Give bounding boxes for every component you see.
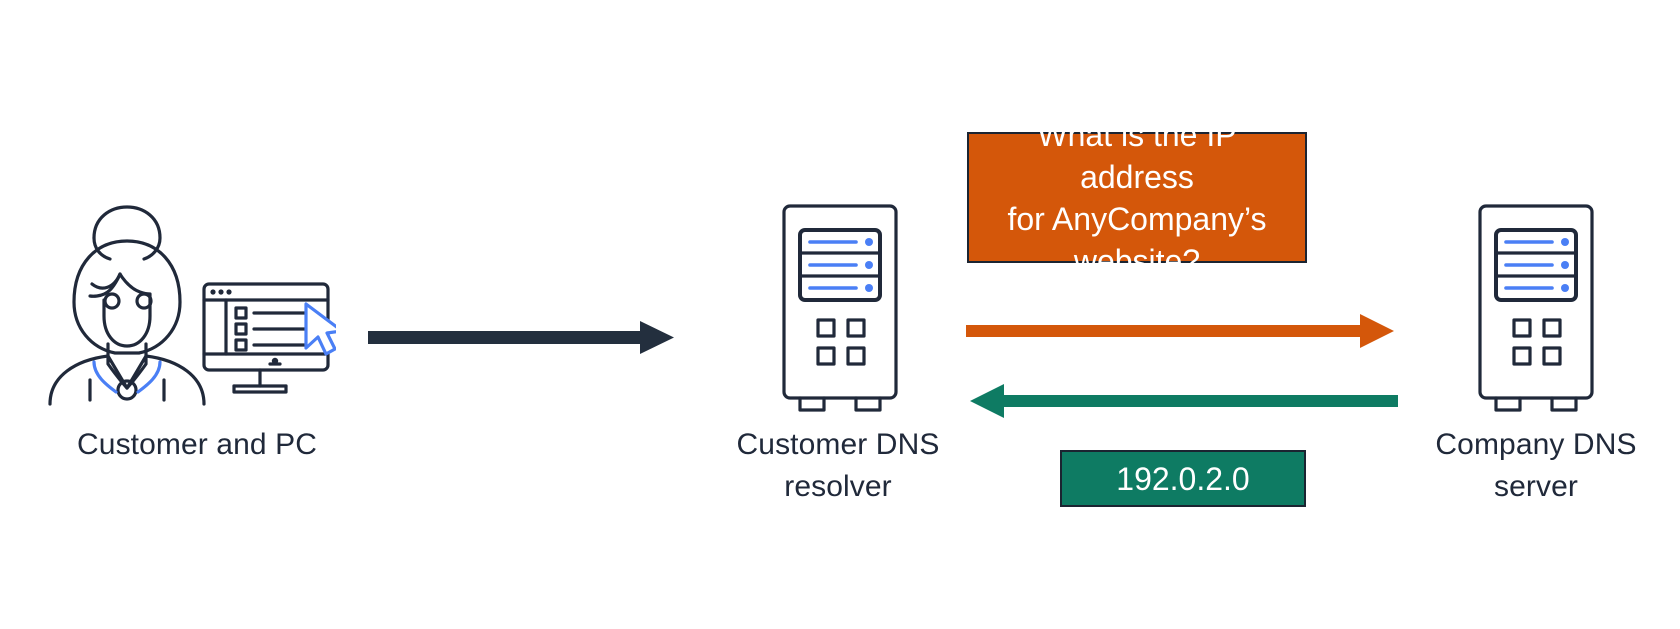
customer-label: Customer and PC: [77, 428, 317, 461]
arrow-response-to-resolver: [970, 384, 1398, 418]
server-tower-icon: [1478, 204, 1594, 412]
server-tower-icon: [782, 204, 898, 412]
user-and-monitor-icon: [48, 205, 336, 406]
company-dns-label: Company DNS server: [1435, 428, 1637, 503]
customer-and-pc-illustration: [36, 196, 336, 406]
arrow-query-to-company: [966, 314, 1394, 348]
cursor-icon: [304, 302, 336, 356]
customer-dns-label: Customer DNS resolver: [736, 428, 940, 503]
answer-message-box: 192.0.2.0: [1060, 450, 1306, 507]
customer-dns-server-illustration: [778, 200, 902, 416]
arrow-pc-to-resolver: [368, 321, 674, 354]
question-message-box: What is the IP address for AnyCompany’s …: [967, 117, 1307, 279]
company-dns-server-illustration: [1474, 200, 1598, 416]
